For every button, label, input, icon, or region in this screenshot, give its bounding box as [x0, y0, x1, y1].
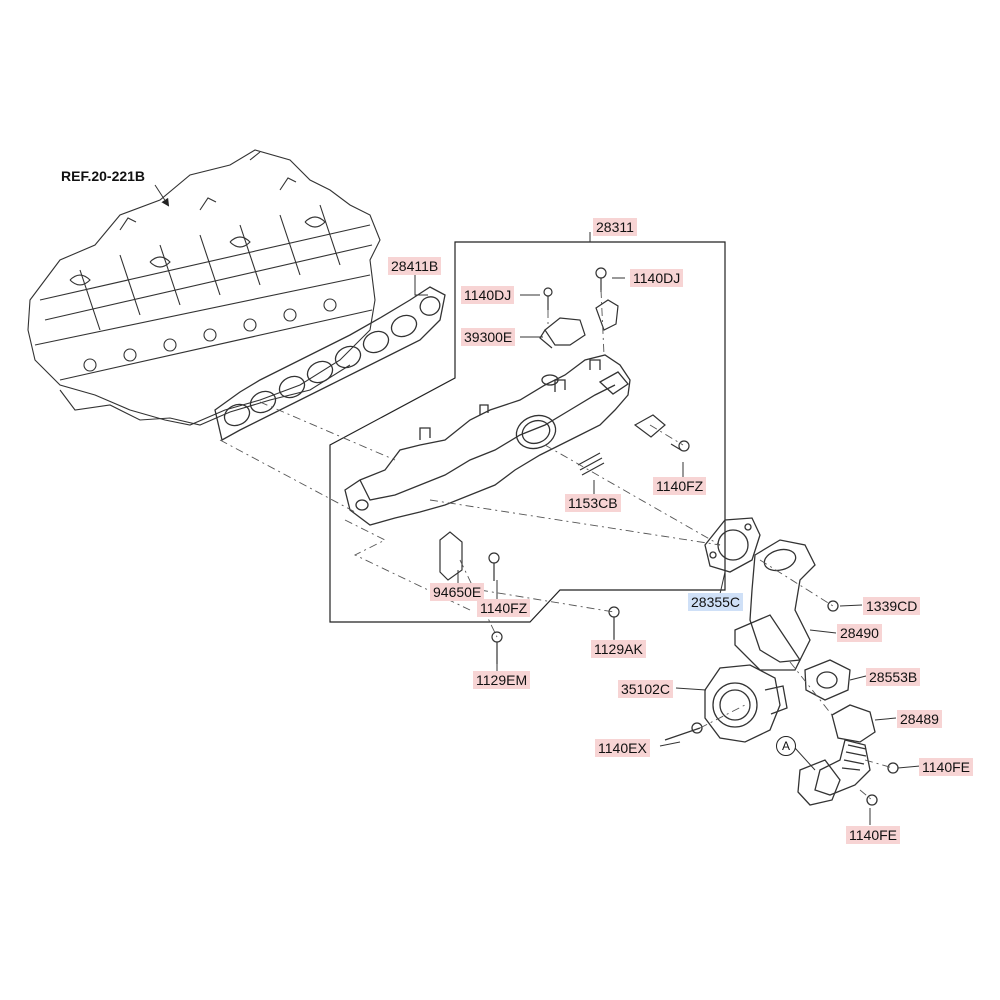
small-gasket-drawing — [804, 659, 851, 701]
part-label-28355c: 28355C — [688, 593, 744, 611]
leader-lines — [154, 184, 921, 825]
exhaust-manifold-drawing — [344, 354, 631, 526]
assembly-outline — [329, 241, 726, 623]
part-label-28553b: 28553B — [866, 668, 921, 686]
part-label-1339cd: 1339CD — [863, 597, 921, 615]
manifold-gasket-drawing — [214, 286, 446, 441]
bracket-and-bolts-drawing — [439, 414, 690, 664]
part-label-1140dj-right: 1140DJ — [630, 269, 684, 287]
flex-pipe-drawing — [797, 704, 899, 806]
egr-gasket-drawing — [704, 517, 761, 573]
view-marker-a: A — [776, 736, 796, 756]
part-label-1140fz-bottom: 1140FZ — [477, 599, 531, 617]
part-label-1129em: 1129EM — [473, 671, 531, 689]
egr-pipe-drawing — [734, 539, 839, 671]
part-label-28490: 28490 — [837, 624, 882, 642]
part-label-1140fe-bottom: 1140FE — [846, 826, 900, 844]
alignment-dashed-lines — [219, 289, 894, 801]
part-label-39300e: 39300E — [461, 328, 516, 346]
part-label-28311: 28311 — [593, 218, 637, 236]
part-label-28489: 28489 — [897, 710, 942, 728]
part-label-1129ak: 1129AK — [591, 640, 646, 658]
cylinder-head-drawing — [27, 149, 381, 426]
part-label-94650e: 94650E — [430, 583, 485, 601]
ref-label: REF.20-221B — [61, 168, 146, 184]
part-label-1140dj-left: 1140DJ — [461, 286, 515, 304]
part-label-35102c: 35102C — [618, 680, 674, 698]
part-label-1140fe-right: 1140FE — [919, 758, 973, 776]
sensor-drawing — [539, 267, 619, 349]
throttle-body-drawing — [664, 664, 788, 743]
part-label-1140fz-right: 1140FZ — [653, 477, 707, 495]
part-label-1153cb: 1153CB — [565, 494, 621, 512]
part-label-28411b: 28411B — [388, 257, 442, 275]
part-label-1140ex: 1140EX — [595, 739, 650, 757]
